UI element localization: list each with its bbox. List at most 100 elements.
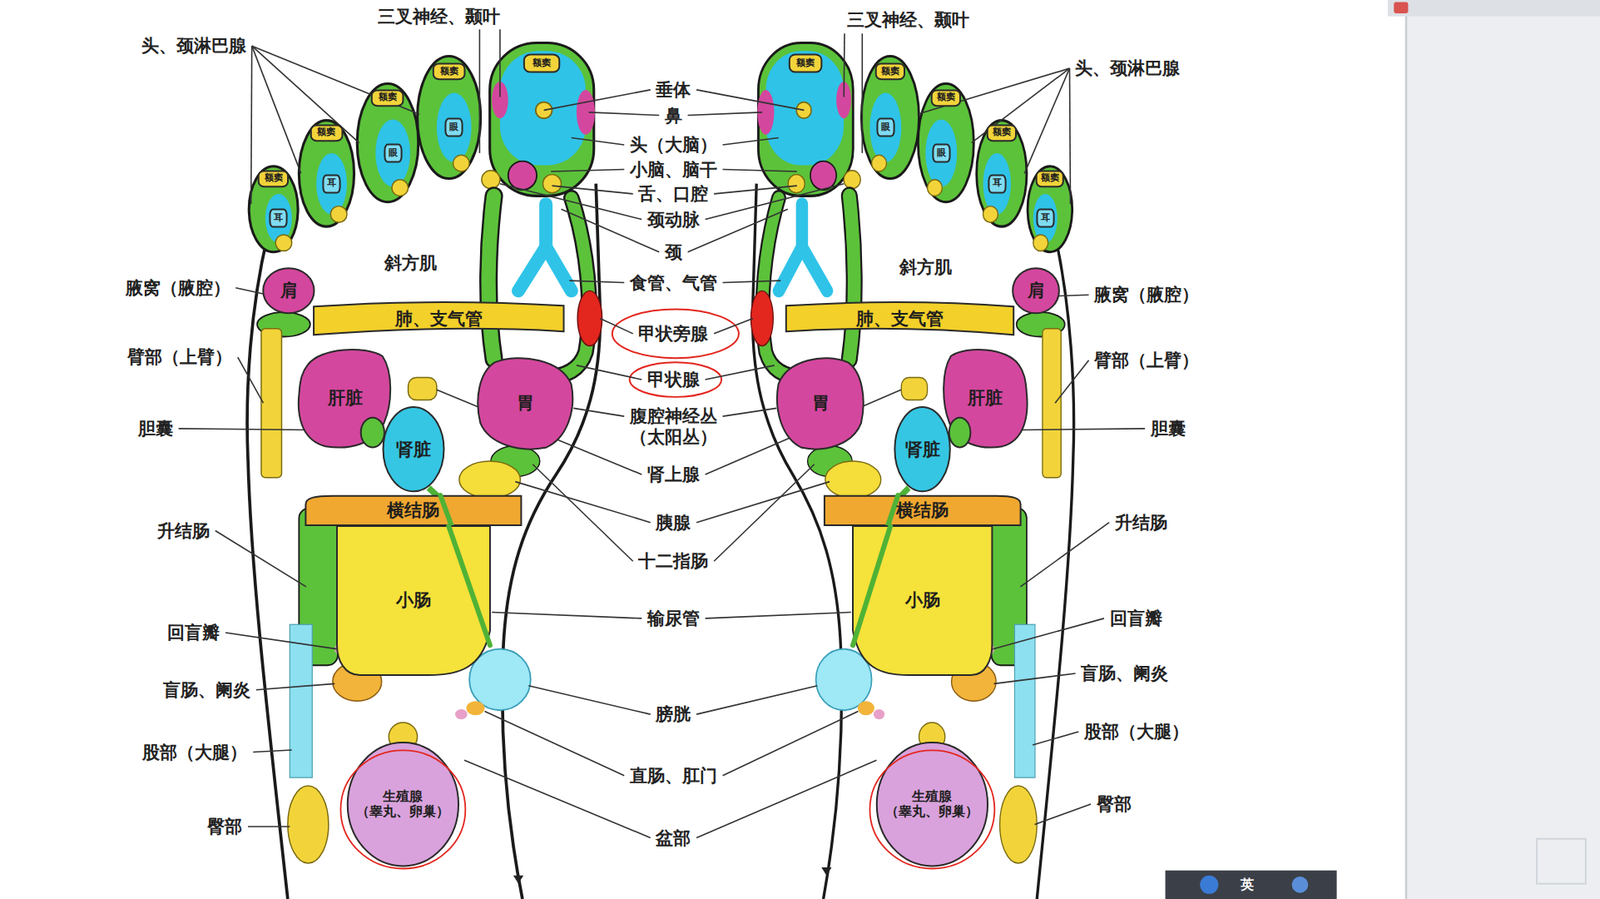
toe-zone: 额窦	[931, 89, 961, 107]
leader-line	[599, 317, 634, 333]
part-label: 斜方肌	[896, 257, 955, 278]
illustration-part	[852, 525, 992, 675]
illustration-part	[876, 742, 988, 866]
illustration-part	[988, 174, 1006, 193]
illustration-part	[322, 174, 340, 193]
zone-text-box: 额窦	[310, 124, 343, 142]
illustration-part	[258, 170, 288, 187]
zone-label: 肩	[1027, 280, 1046, 301]
leader-line	[917, 68, 1070, 114]
illustration-part	[789, 54, 823, 72]
zone-label: 眼	[881, 122, 891, 134]
zone-text-box: 额窦	[1035, 170, 1064, 188]
zone-label: 额窦	[936, 92, 956, 104]
leader-line	[250, 45, 253, 204]
bladder-zone	[469, 648, 531, 711]
zone-label: 眼	[936, 148, 947, 159]
part-label: 臂部（上臂）	[124, 346, 235, 367]
arm-zone	[261, 328, 283, 478]
organ-zone: 生殖腺（睾丸、卵巢）	[345, 739, 461, 869]
organ-zone: 肩	[1011, 267, 1061, 314]
right-foot	[751, 42, 1075, 899]
leader-line	[479, 29, 481, 154]
leader-line	[696, 685, 818, 714]
organ-zone: 横结肠	[820, 495, 1026, 526]
organ-zone: 肾脏	[381, 405, 446, 493]
left-foot	[247, 42, 602, 899]
illustration-part	[785, 302, 1013, 335]
panel-icon	[1536, 838, 1586, 884]
illustration-part	[943, 348, 1027, 447]
zone-text-box: 额窦	[875, 63, 906, 80]
adrenal-zone	[408, 377, 437, 401]
leader-line	[499, 29, 501, 97]
illustration-part	[382, 406, 444, 491]
panel-border	[1405, 0, 1407, 899]
leader-line	[842, 33, 845, 97]
zone-label: 胃	[516, 392, 535, 413]
part-label: 甲状腺	[644, 369, 703, 390]
zone-text-box: 耳	[1036, 208, 1055, 228]
thyroid-band	[525, 198, 590, 377]
illustration-part	[949, 416, 971, 447]
zone-text-box: 额窦	[257, 170, 289, 188]
part-label: 颈动脉	[644, 209, 703, 230]
zone-text-box: 眼	[876, 118, 895, 137]
part-label: 舌、口腔	[635, 183, 711, 204]
thigh-zone	[289, 624, 313, 778]
part-label: 腋窝（腋腔）	[1091, 284, 1202, 305]
zone-label: 耳	[992, 178, 1002, 189]
zone-text-box: 额窦	[931, 89, 961, 107]
toe-zone: 额窦	[1035, 170, 1064, 188]
leader-line	[713, 317, 753, 333]
illustration-part	[876, 63, 905, 80]
zone-text-box: 横结肠	[301, 495, 526, 526]
zone-label: 横结肠	[386, 500, 440, 521]
toe-zone: 耳	[1036, 208, 1055, 228]
leader-line	[1024, 68, 1070, 174]
leader-line	[713, 464, 815, 561]
part-label: 头、颈淋巴腺	[138, 35, 249, 56]
organ-zone: 小肠	[852, 525, 992, 675]
trachea-zone	[518, 203, 572, 291]
toe-zone: 耳	[322, 174, 341, 194]
leader-line	[589, 112, 660, 116]
illustration-part	[852, 525, 992, 675]
toe-zone: 额窦	[257, 170, 289, 188]
part-label: 臀部	[204, 816, 245, 837]
illustration-part	[1036, 209, 1054, 228]
part-label: 臂部（上臂）	[1091, 350, 1202, 371]
toe-zone: 眼	[384, 143, 402, 163]
leader-line	[225, 632, 337, 649]
leader-line	[705, 183, 845, 220]
leader-line	[515, 481, 650, 523]
part-label: 颈	[662, 242, 685, 263]
zone-label: 肝脏	[967, 387, 1003, 408]
zone-text-box: 肺、支气管	[311, 297, 567, 341]
head-zone	[500, 50, 586, 165]
zone-text-box: 眼	[445, 118, 463, 137]
part-label: 盲肠、阑炎	[160, 679, 253, 700]
illustration-part	[895, 406, 951, 491]
part-label: 十二指肠	[635, 550, 711, 571]
part-label: 胰腺	[653, 512, 694, 533]
cerebellum-zone	[508, 161, 537, 190]
zone-text-box: 肾脏	[381, 405, 446, 493]
leader-line	[237, 356, 264, 403]
zone-label: 肺、支气管	[395, 308, 483, 329]
illustration-part	[478, 357, 574, 449]
toe-zone: 额窦	[523, 54, 560, 73]
mouth-dot	[542, 174, 561, 194]
organ-zone: 肺、支气管	[311, 297, 567, 341]
part-label: 胆囊	[135, 418, 176, 439]
illustration-part	[347, 742, 459, 866]
illustration-part	[852, 525, 891, 645]
leader-line	[1059, 294, 1090, 296]
illustration-part	[340, 750, 466, 869]
leader-line	[571, 137, 625, 145]
part-label: （太阳丛）	[627, 426, 720, 447]
lymph-dot	[275, 234, 293, 252]
leader-line	[252, 45, 302, 174]
lymph-dot	[391, 179, 409, 197]
leader-line	[723, 710, 859, 775]
